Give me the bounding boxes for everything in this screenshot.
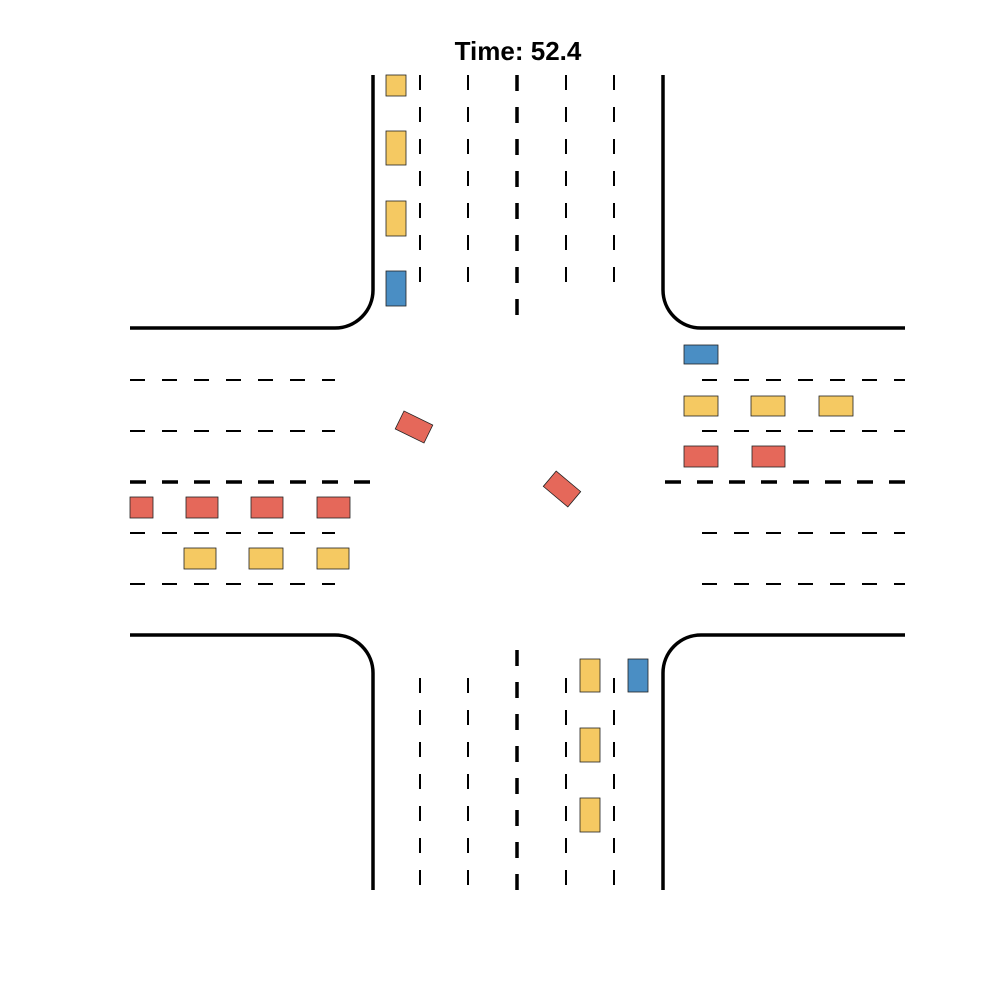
vehicles: [129, 74, 854, 833]
vehicle-east-approach-3: [750, 395, 786, 417]
vehicle-east-approach-1: [683, 344, 719, 365]
vehicle-south-approach-1: [579, 658, 601, 693]
vehicle-north-approach-3: [385, 200, 407, 237]
vehicle-turning-vehicle-2: [542, 470, 582, 508]
vehicle-south-approach-4: [579, 797, 601, 833]
vehicle-east-approach-2: [683, 395, 719, 417]
vehicle-turning-vehicle-1: [394, 410, 434, 444]
vehicle-east-approach-6: [751, 445, 786, 468]
vehicle-west-approach-3: [250, 496, 284, 519]
curb-bottom-left: [130, 633, 375, 890]
time-title: Time: 52.4: [454, 36, 582, 66]
vehicle-south-approach-3: [579, 727, 601, 763]
curb-top-left: [130, 75, 375, 330]
vehicle-north-approach-2: [385, 130, 407, 166]
lane-markings: [130, 75, 905, 890]
vehicle-south-approach-2: [627, 658, 649, 693]
vehicle-west-approach-1: [129, 496, 154, 519]
vehicle-east-approach-5: [683, 445, 719, 468]
vehicle-west-approach-4: [316, 496, 351, 519]
vehicle-north-approach-4: [385, 270, 407, 307]
vehicle-west-approach-2: [185, 496, 219, 519]
curb-top-right: [661, 75, 905, 330]
vehicle-west-approach-6: [248, 547, 284, 570]
vehicle-west-approach-5: [183, 547, 217, 570]
vehicle-east-approach-4: [818, 395, 854, 417]
vehicle-north-approach-1: [385, 74, 407, 97]
curbs: [130, 75, 905, 890]
curb-bottom-right: [661, 633, 905, 890]
vehicle-west-approach-7: [316, 547, 350, 570]
